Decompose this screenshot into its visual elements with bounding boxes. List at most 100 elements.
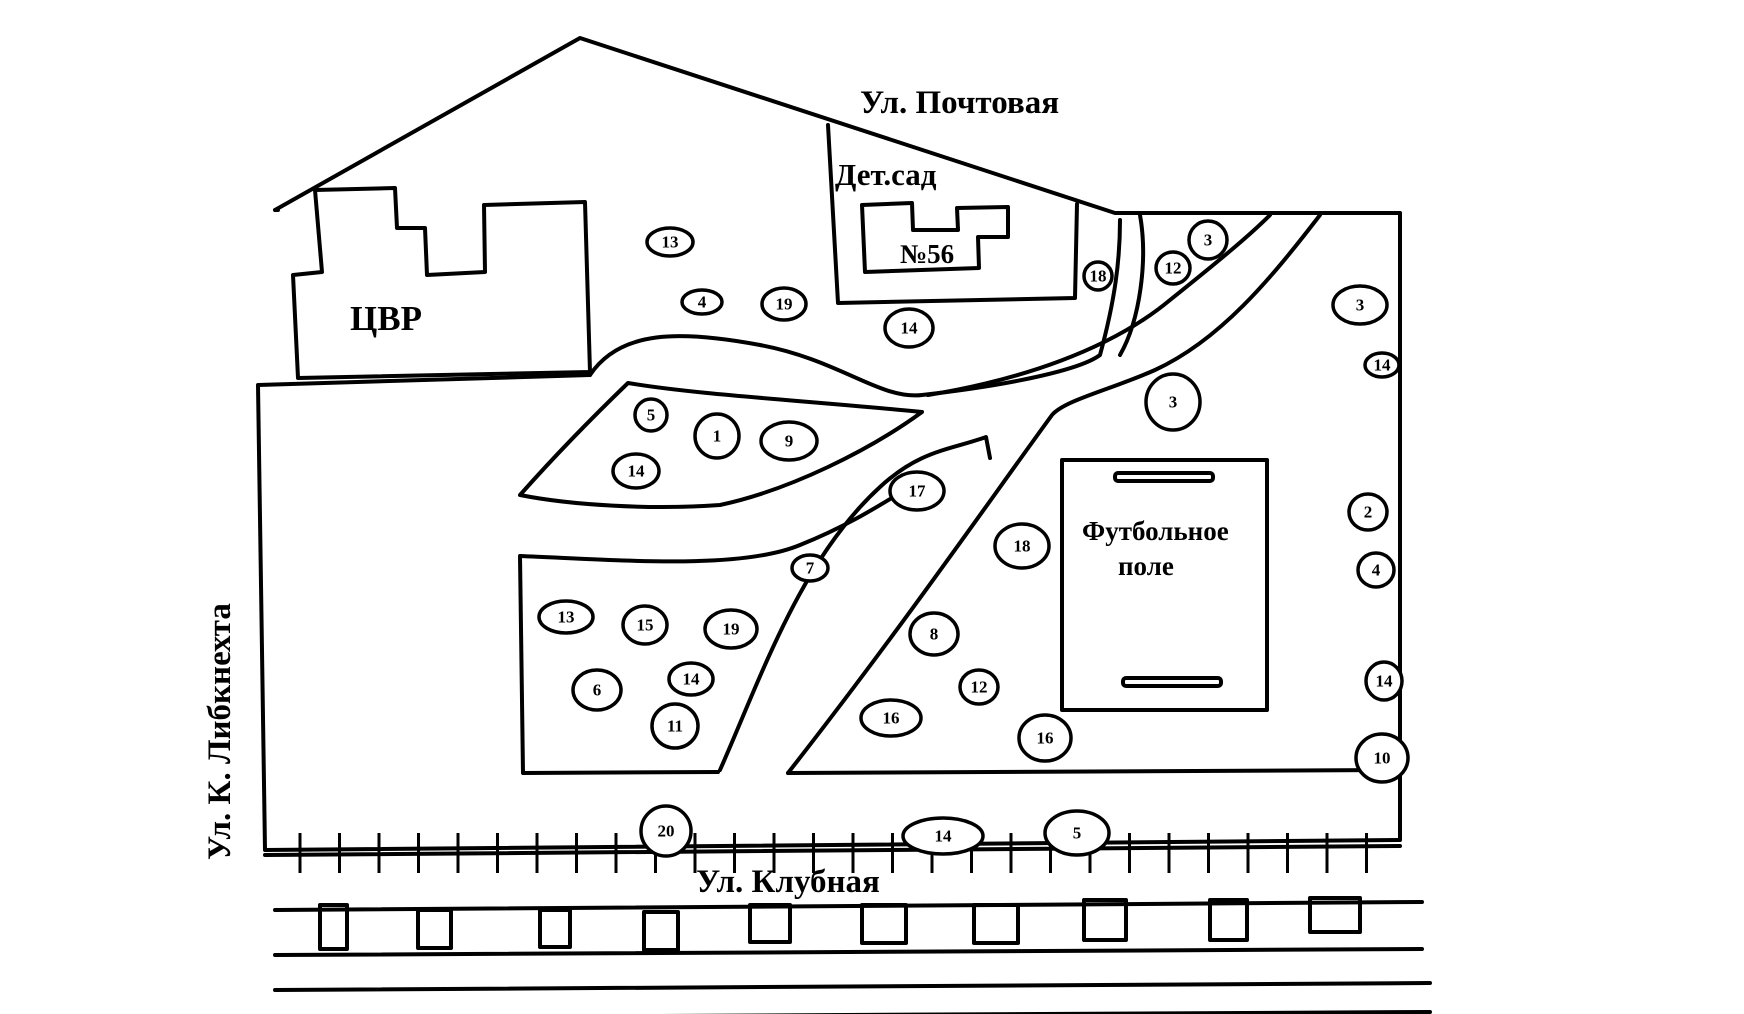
tree-5: 18 — [1082, 260, 1114, 292]
street-house — [1082, 898, 1128, 942]
tree-number: 10 — [1374, 749, 1391, 768]
tree-number: 12 — [971, 678, 988, 697]
kindergarten-label: Дет.сад — [835, 157, 937, 192]
tree-number: 7 — [806, 559, 815, 578]
tree-circle — [571, 668, 623, 712]
cvr-label: ЦВР — [350, 299, 422, 338]
tree-circle — [639, 804, 693, 858]
street-house — [538, 908, 572, 949]
tree-number: 3 — [1204, 231, 1213, 250]
se-path-edge — [786, 768, 1392, 775]
tree-number: 4 — [698, 293, 707, 312]
street-house — [1208, 898, 1249, 942]
street-house — [642, 910, 680, 952]
tree-number: 18 — [1090, 267, 1107, 286]
tree-circle — [680, 288, 724, 316]
tree-number: 2 — [1364, 503, 1373, 522]
tree-circle — [759, 420, 819, 462]
tree-number: 13 — [662, 233, 679, 252]
tree-circle — [611, 452, 661, 490]
tree-circle — [901, 816, 985, 856]
football-goal-bottom — [1121, 676, 1223, 688]
tree-21: 15 — [621, 604, 669, 646]
tree-number: 14 — [935, 827, 953, 846]
tree-number: 16 — [1037, 729, 1054, 748]
street-house — [860, 903, 908, 945]
tree-circle — [1363, 351, 1401, 379]
tree-number: 19 — [723, 620, 740, 639]
kindergarten-number-label: №56 — [900, 239, 954, 269]
tree-number: 14 — [1374, 356, 1392, 375]
tree-number: 14 — [683, 670, 701, 689]
tree-number: 9 — [785, 432, 794, 451]
tree-circle — [958, 668, 1000, 706]
tree-number: 11 — [667, 717, 683, 736]
tree-number: 8 — [930, 625, 939, 644]
tree-27: 12 — [958, 668, 1000, 706]
tree-16: 18 — [993, 522, 1051, 570]
tree-circle — [645, 226, 695, 258]
tree-28: 11 — [650, 702, 700, 750]
path-south-west — [718, 435, 992, 772]
football-field — [1060, 458, 1269, 712]
tree-number: 5 — [1073, 824, 1082, 843]
tree-10: 3 — [1144, 372, 1202, 432]
tree-31: 10 — [1354, 732, 1410, 784]
tree-6: 12 — [1154, 250, 1192, 286]
street-south-lines — [273, 900, 1432, 1014]
street-south-label: Ул. Клубная — [696, 864, 880, 900]
tree-12: 1 — [693, 412, 741, 460]
football-label-2: поле — [1118, 551, 1174, 581]
tree-circle — [703, 608, 759, 650]
tree-17: 2 — [1347, 492, 1389, 532]
tree-23: 8 — [908, 611, 960, 657]
tree-circle — [1347, 492, 1389, 532]
tree-number: 14 — [628, 462, 646, 481]
tree-18: 4 — [1356, 551, 1396, 589]
tree-circle — [993, 522, 1051, 570]
tree-circle — [1331, 284, 1389, 326]
tree-circle — [1356, 551, 1396, 589]
tree-circle — [1187, 219, 1229, 261]
tree-circle — [650, 702, 700, 750]
tree-26: 6 — [571, 668, 623, 712]
tree-3: 19 — [760, 286, 808, 322]
path-main-north — [588, 218, 1122, 398]
tree-number: 18 — [1014, 537, 1031, 556]
tree-15: 17 — [888, 470, 946, 512]
path-branch-north — [1118, 213, 1146, 357]
tree-circle — [621, 604, 669, 646]
tree-circle — [908, 611, 960, 657]
tree-circle — [1043, 809, 1111, 857]
tree-circle — [1154, 250, 1192, 286]
street-houses — [318, 896, 1362, 952]
tree-number: 4 — [1372, 561, 1381, 580]
path-diagonal-a — [926, 213, 1272, 397]
tree-circle — [633, 397, 669, 433]
football-goal-top — [1113, 471, 1215, 483]
tree-22: 19 — [703, 608, 759, 650]
park-boundary — [256, 36, 1402, 852]
tree-8: 3 — [1331, 284, 1389, 326]
tree-number: 19 — [776, 295, 793, 314]
tree-number: 15 — [637, 616, 654, 635]
tree-number: 13 — [558, 608, 575, 627]
street-house — [318, 903, 349, 951]
tree-7: 3 — [1187, 219, 1229, 261]
tree-29: 16 — [1017, 713, 1073, 763]
tree-number: 20 — [658, 822, 675, 841]
tree-circle — [883, 307, 935, 349]
tree-24: 16 — [859, 698, 923, 738]
tree-circle — [1017, 713, 1073, 763]
tree-circle — [888, 470, 946, 512]
tree-circle — [790, 553, 830, 583]
tree-33: 14 — [901, 816, 985, 856]
tree-number: 5 — [647, 406, 656, 425]
tree-number: 1 — [713, 427, 722, 446]
tree-2: 4 — [680, 288, 724, 316]
tree-1: 13 — [645, 226, 695, 258]
tree-11: 5 — [633, 397, 669, 433]
tree-number: 16 — [883, 709, 900, 728]
